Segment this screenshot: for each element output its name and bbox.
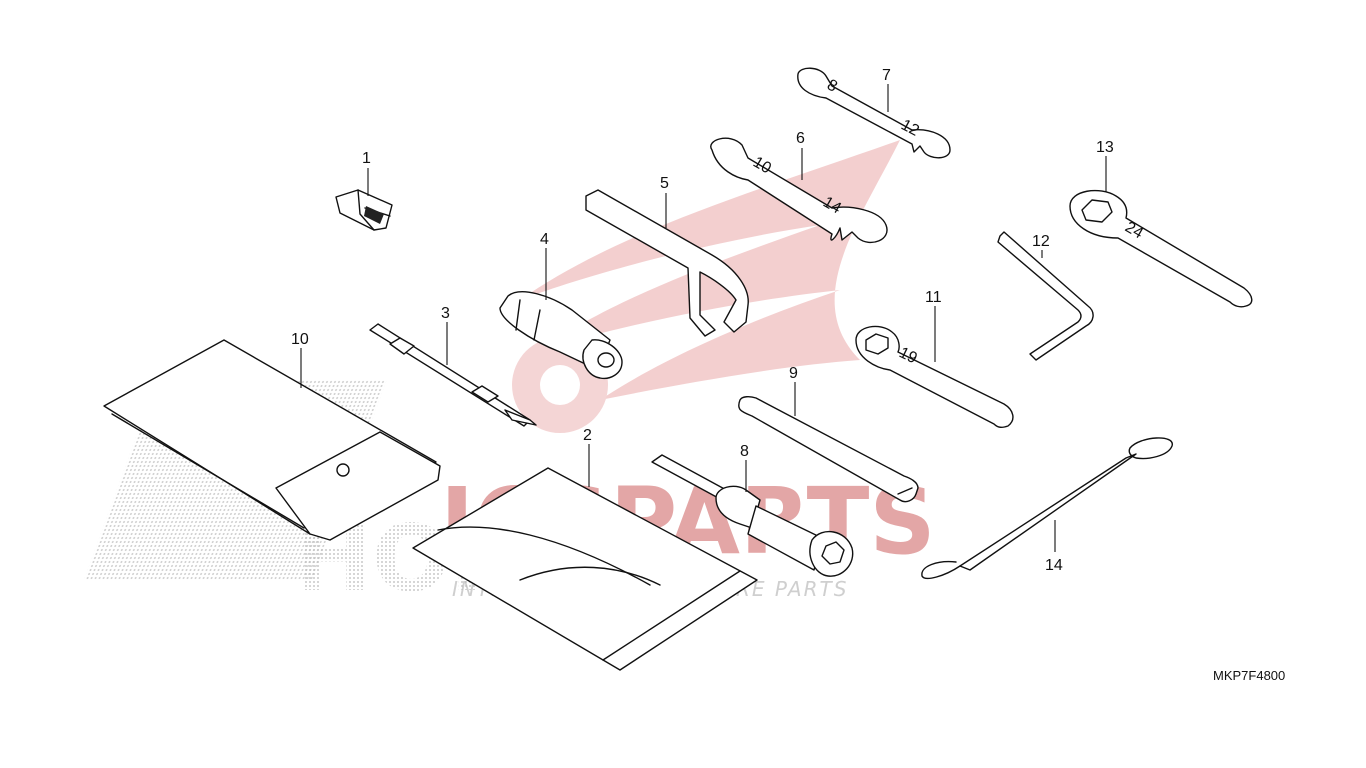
callout-3: 3 <box>441 305 450 322</box>
wing-watermark-graphic <box>512 140 900 433</box>
part-1-clip <box>335 168 393 231</box>
callout-13: 13 <box>1096 139 1114 156</box>
part-7-size-b: 12 <box>898 117 922 140</box>
callout-14: 14 <box>1045 557 1063 574</box>
part-11-size: 19 <box>896 344 920 367</box>
callout-12: 12 <box>1032 233 1050 250</box>
callout-4: 4 <box>540 231 549 248</box>
callout-7: 7 <box>882 67 891 84</box>
part-4-screwdriver-handle <box>499 248 623 380</box>
diagram-reference-code: MKP7F4800 <box>1213 668 1285 683</box>
part-13-size: 24 <box>1122 219 1146 243</box>
callout-6: 6 <box>796 130 805 147</box>
part-9-extension-bar <box>738 382 919 503</box>
part-8-socket-wrench <box>651 454 854 577</box>
part-14-cable <box>921 437 1173 580</box>
part-3-screwdriver-bit <box>369 322 537 427</box>
part-7-open-wrench: 8 12 <box>797 67 951 159</box>
callout-2: 2 <box>583 427 592 444</box>
callout-9: 9 <box>789 365 798 382</box>
part-6-open-wrench: 10 14 <box>710 137 888 243</box>
callout-10: 10 <box>291 331 309 348</box>
callout-5: 5 <box>660 175 669 192</box>
part-10-tool-bag <box>103 339 441 541</box>
part-12-hex-key <box>997 231 1094 361</box>
part-5-hook-spanner <box>585 189 749 337</box>
callout-1: 1 <box>362 150 371 167</box>
part-2-manual-bag <box>412 444 758 671</box>
part-6-size-b: 14 <box>820 194 844 218</box>
callout-labels: 1 2 3 4 5 6 7 8 9 10 11 12 13 14 <box>291 67 1114 574</box>
part-11-box-wrench: 19 <box>855 306 1014 429</box>
callout-8: 8 <box>740 443 749 460</box>
callout-11: 11 <box>925 289 942 306</box>
part-13-ring-wrench: 24 <box>1069 156 1253 308</box>
part-6-size-a: 10 <box>750 154 774 178</box>
